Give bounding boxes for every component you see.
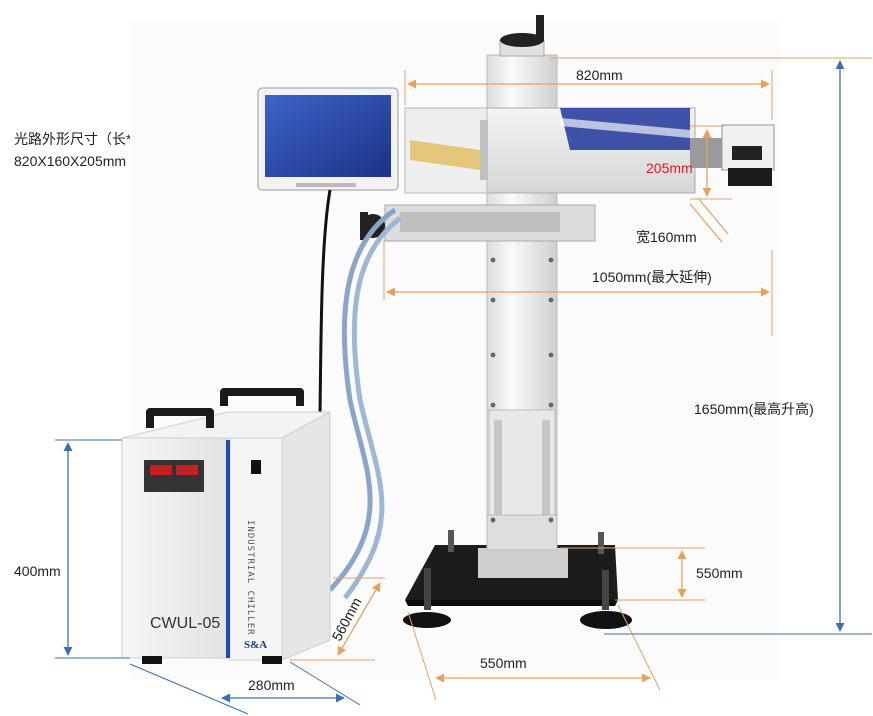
dim-chiller-height — [55, 439, 130, 659]
label-chiller-width: 280mm — [248, 677, 295, 693]
industrial-chiller — [121, 388, 331, 664]
control-touchscreen — [257, 87, 399, 191]
label-base-width: 550mm — [480, 655, 527, 671]
chiller-model-label: CWUL-05 — [150, 615, 220, 632]
vertical-column — [486, 15, 558, 551]
leveling-foot — [580, 570, 632, 629]
dim-top-width — [404, 70, 773, 120]
label-chiller-height: 400mm — [14, 563, 61, 579]
base-plate — [405, 530, 618, 606]
label-top-width: 820mm — [576, 67, 623, 83]
label-laser-height: 205mm — [646, 160, 693, 176]
label-base-height: 550mm — [696, 565, 743, 581]
horizontal-arm — [360, 107, 696, 242]
chiller-brand-logo: S&A — [244, 639, 267, 651]
leveling-foot — [403, 568, 451, 628]
label-max-lift: 1650mm(最高升高) — [694, 401, 814, 417]
dim-base-width — [407, 604, 661, 701]
label-max-extension: 1050mm(最大延伸) — [592, 269, 712, 285]
dim-max-extension — [383, 240, 773, 336]
spec-note-line2: 820X160X205mm — [14, 153, 127, 169]
dim-max-lift — [550, 57, 872, 635]
label-laser-width: 宽160mm — [636, 229, 697, 245]
dim-chiller-width — [129, 661, 361, 715]
dim-laser-width — [689, 197, 729, 243]
dim-base-height — [560, 547, 705, 601]
dim-chiller-depth — [290, 577, 385, 661]
dim-laser-height — [690, 125, 732, 200]
chiller-side-text: INDUSTRIAL CHILLER — [245, 520, 255, 636]
